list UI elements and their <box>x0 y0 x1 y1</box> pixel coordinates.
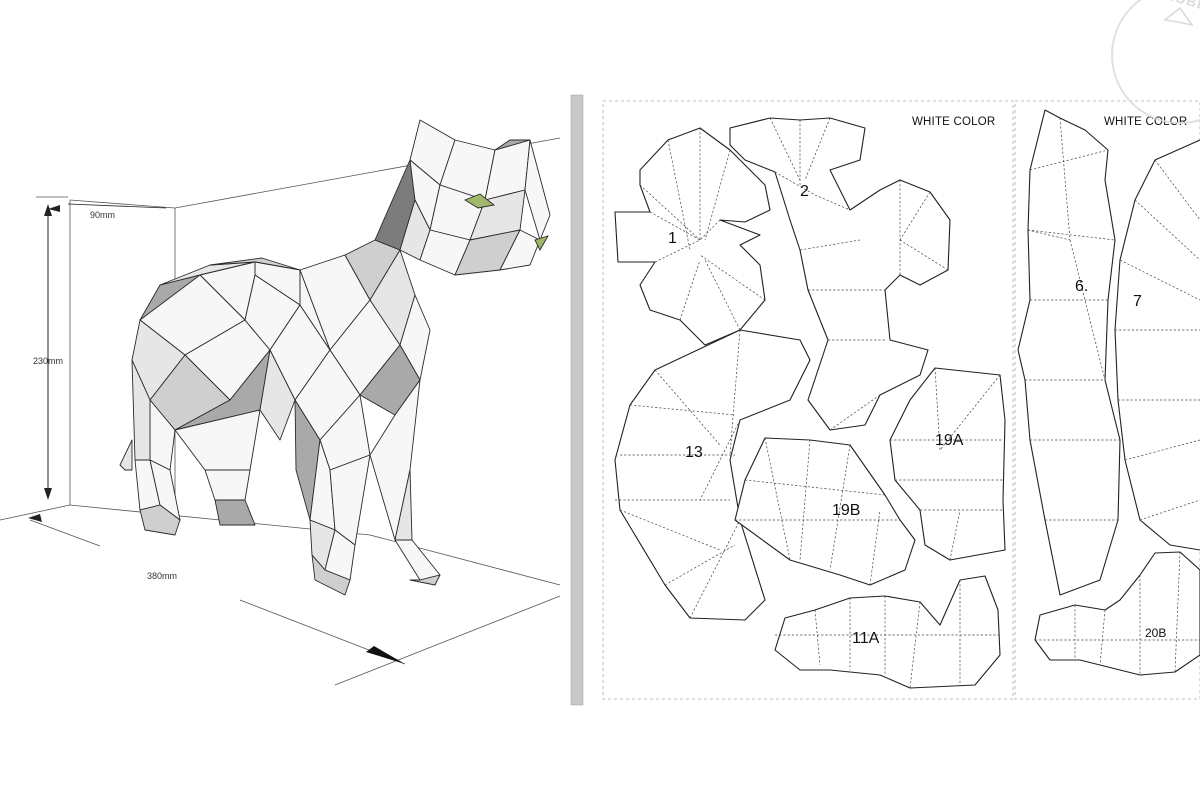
part-number-label: 13 <box>685 444 703 461</box>
cat-nose <box>534 235 549 251</box>
length-dimension-label: 380mm <box>147 571 177 581</box>
dimension-arrows <box>28 203 405 664</box>
template-part: 19A <box>889 367 1006 561</box>
origami-bird-logo <box>1163 6 1194 27</box>
part-number-label: 7 <box>1133 293 1142 310</box>
template-part: 2 <box>729 117 951 431</box>
template-part: 19B <box>734 437 916 586</box>
template-sheet-1: WHITE COLOR 1 2 13 19A 19 <box>602 100 1014 700</box>
low-poly-cat-model <box>119 119 551 596</box>
height-dimension-label: 230mm <box>33 356 63 366</box>
model-view-panel: 90mm 230mm 380mm <box>0 119 561 686</box>
sheet-2-color-label: WHITE COLOR <box>1104 116 1187 128</box>
sheet-1-color-label: WHITE COLOR <box>912 116 995 128</box>
part-number-label: 11A <box>852 630 880 647</box>
template-sheet-2: WHITE COLOR 6. 7 20B <box>1014 100 1200 700</box>
panel-divider <box>570 94 584 706</box>
template-part: 13 <box>614 329 811 621</box>
part-number-label: 19A <box>935 432 964 449</box>
hobbymo-watermark: HOBBYMO <box>1111 0 1200 124</box>
part-number-label: 19B <box>832 502 860 519</box>
cat-eye <box>464 193 496 209</box>
part-number-label: 2 <box>800 183 809 200</box>
template-part: 11A <box>774 575 1001 689</box>
template-part: 1 <box>614 127 771 346</box>
part-number-label: 1 <box>668 230 677 247</box>
template-part: 7 <box>1114 139 1200 551</box>
part-number-label: 20B <box>1145 626 1166 640</box>
template-part: 6. <box>1017 109 1121 596</box>
template-part: 20B <box>1034 551 1200 676</box>
width-dimension-label: 90mm <box>90 210 115 220</box>
part-number-label: 6. <box>1075 278 1088 295</box>
